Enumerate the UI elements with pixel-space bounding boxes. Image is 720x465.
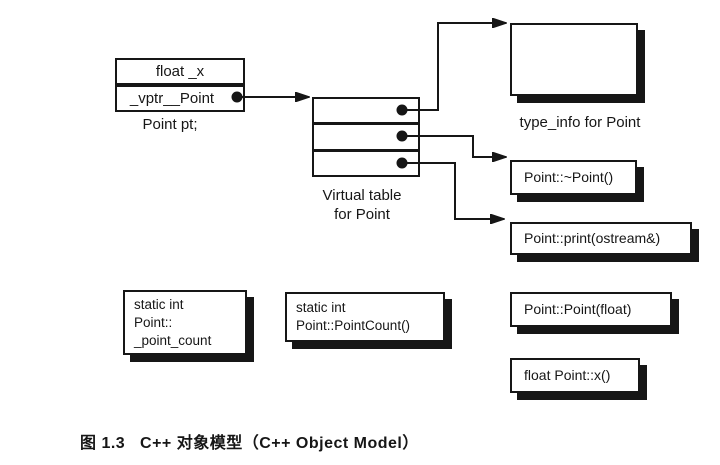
- constructor-box: Point::Point(float): [510, 292, 672, 327]
- static-member-line1: static int: [134, 296, 184, 312]
- static-function-box: static int Point::PointCount(): [285, 292, 445, 342]
- type-info-caption: type_info for Point: [519, 114, 641, 131]
- vtable-caption-line1: Virtual table: [322, 187, 402, 204]
- x-accessor-box: float Point::x(): [510, 358, 640, 393]
- print-method-box: Point::print(ostream&): [510, 222, 692, 255]
- vtable-slot-2: [314, 125, 418, 148]
- vtable-caption: Virtual table for Point: [288, 186, 436, 224]
- static-function-line1: static int: [296, 300, 346, 315]
- vtable-box: [312, 97, 420, 177]
- static-member-line3: _point_count: [134, 332, 212, 348]
- member-field-vptr: _vptr__Point: [129, 89, 215, 107]
- vtable-caption-line2: for Point: [334, 206, 390, 223]
- figure-caption: 图 1.3 C++ 对象模型（C++ Object Model）: [80, 435, 419, 452]
- static-member-line2: Point::: [134, 314, 173, 330]
- destructor-box: Point::~Point(): [510, 160, 637, 195]
- vtable-divider-2: [314, 148, 418, 152]
- point-object-caption: Point pt;: [142, 116, 198, 133]
- object-box-divider: [117, 83, 243, 87]
- static-function-line2: Point::PointCount(): [296, 318, 411, 333]
- point-object-box: float _x _vptr__Point: [115, 58, 245, 112]
- vtable-slot-1: [314, 99, 418, 122]
- static-member-box: static int Point:: _point_count: [123, 290, 247, 355]
- vtable-divider-1: [314, 122, 418, 126]
- vtable-slot-3: [314, 152, 418, 175]
- member-field-x: float _x: [155, 62, 205, 80]
- type-info-box: [510, 23, 638, 96]
